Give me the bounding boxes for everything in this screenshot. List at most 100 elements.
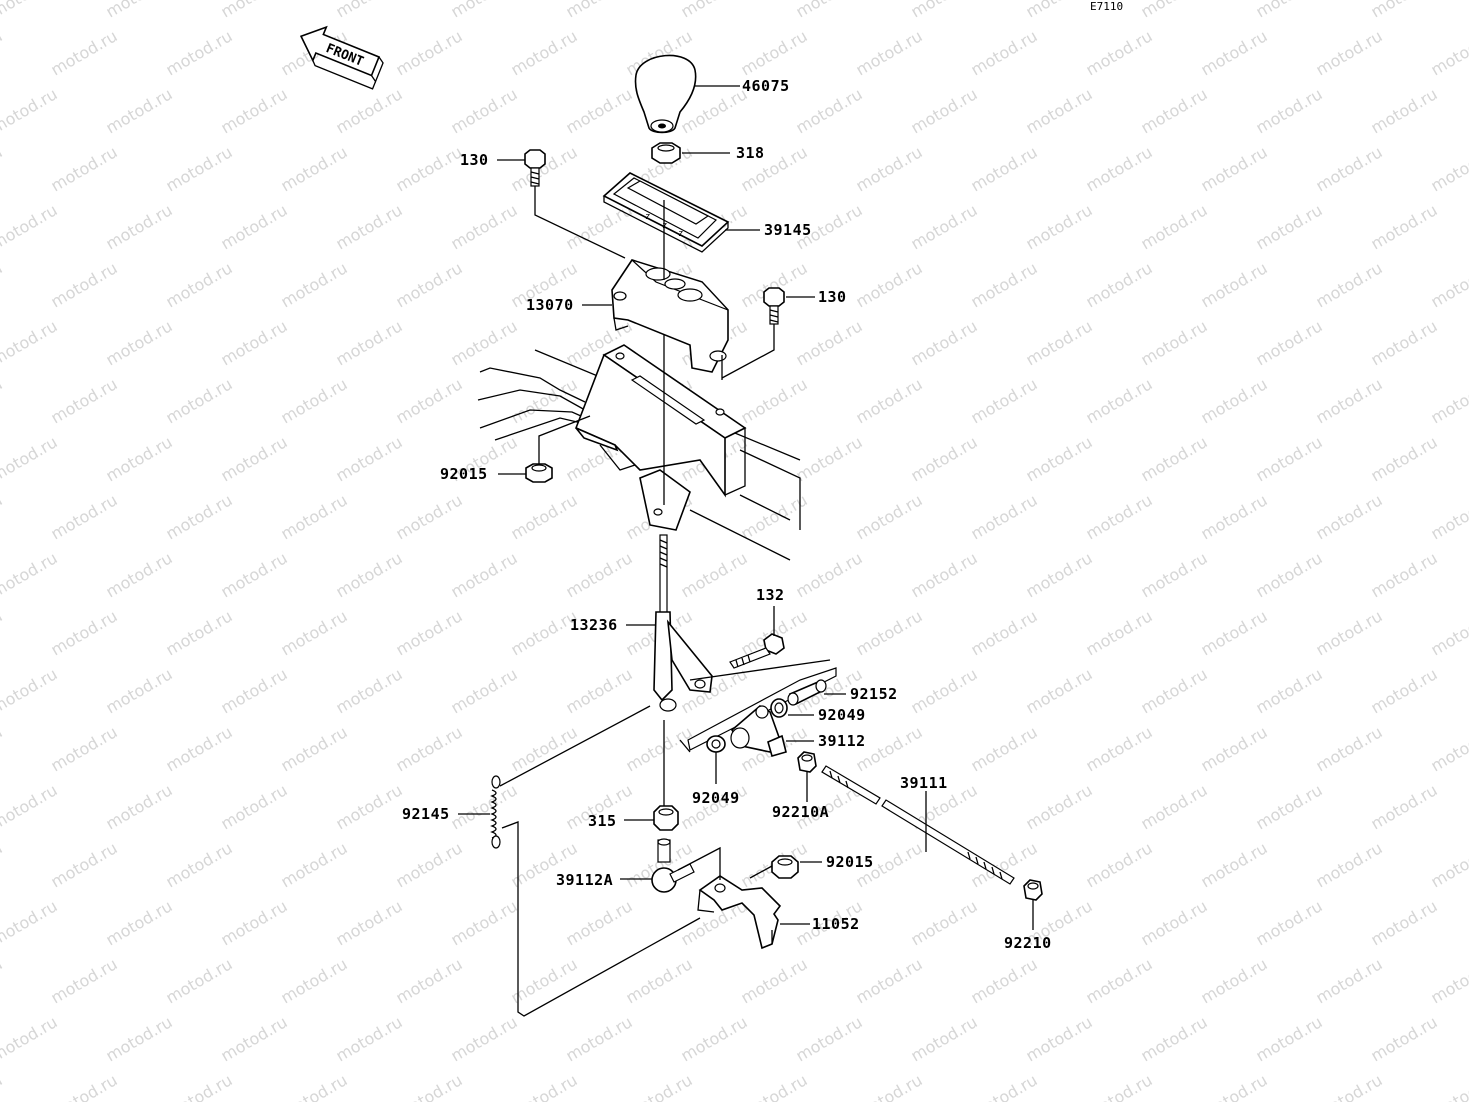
part-label-315: 315	[588, 812, 617, 830]
watermark-text: motod.ru	[968, 26, 1041, 79]
watermark-text: motod.ru	[1428, 838, 1469, 891]
washer-92049-upper	[770, 698, 788, 718]
watermark-text: motod.ru	[1428, 490, 1469, 543]
part-label-92145: 92145	[402, 805, 450, 823]
spring-92145	[490, 775, 501, 849]
watermark-text: motod.ru	[1313, 258, 1386, 311]
watermark-text: motod.ru	[908, 548, 981, 601]
watermark-text: motod.ru	[103, 896, 176, 949]
watermark-text: motod.ru	[908, 896, 981, 949]
watermark-text: motod.ru	[1368, 664, 1441, 717]
watermark-text: motod.ru	[1138, 1012, 1211, 1065]
watermark-text: motod.ru	[278, 142, 351, 195]
watermark-text: motod.ru	[1023, 1012, 1096, 1065]
watermark-text: motod.ru	[163, 142, 236, 195]
watermark-text: motod.ru	[563, 1012, 636, 1065]
watermark-text: motod.ru	[0, 722, 6, 775]
part-label-130-right: 130	[818, 288, 847, 306]
watermark-text: motod.ru	[1138, 896, 1211, 949]
watermark-text: motod.ru	[218, 84, 291, 137]
watermark-text: motod.ru	[163, 26, 236, 79]
watermark-text: motod.ru	[1023, 432, 1096, 485]
watermark-text: motod.ru	[908, 432, 981, 485]
watermark-text: motod.ru	[448, 84, 521, 137]
watermark-text: motod.ru	[793, 84, 866, 137]
watermark-text: motod.ru	[103, 664, 176, 717]
diagram-code: E7110	[1090, 0, 1123, 13]
watermark-text: motod.ru	[333, 548, 406, 601]
watermark-text: motod.ru	[1253, 664, 1326, 717]
part-label-92210: 92210	[1004, 934, 1052, 952]
watermark-text: motod.ru	[1368, 548, 1441, 601]
watermark-text: motod.ru	[103, 432, 176, 485]
watermark-text: motod.ru	[563, 896, 636, 949]
nut-92015-top	[525, 463, 553, 483]
watermark-text: motod.ru	[1198, 374, 1271, 427]
watermark-text: motod.ru	[163, 606, 236, 659]
watermark-text: motod.ru	[103, 1012, 176, 1065]
watermark-text: motod.ru	[218, 548, 291, 601]
shift-rod	[653, 534, 713, 712]
watermark-text: motod.ru	[393, 374, 466, 427]
watermark-text: motod.ru	[0, 548, 61, 601]
watermark-text: motod.ru	[0, 838, 6, 891]
watermark-text: motod.ru	[333, 780, 406, 833]
watermark-text: motod.ru	[678, 0, 751, 21]
watermark-text: motod.ru	[1313, 490, 1386, 543]
watermark-text: motod.ru	[333, 432, 406, 485]
watermark-text: motod.ru	[1198, 490, 1271, 543]
watermark-text: motod.ru	[1368, 84, 1441, 137]
watermark-text: motod.ru	[333, 896, 406, 949]
watermark-text: motod.ru	[1313, 722, 1386, 775]
watermark-text: motod.ru	[218, 780, 291, 833]
watermark-text: motod.ru	[103, 548, 176, 601]
watermark-text: motod.ru	[278, 722, 351, 775]
nut-92015-bottom	[771, 855, 799, 879]
watermark-text: motod.ru	[1198, 954, 1271, 1007]
watermark-text: motod.ru	[0, 780, 61, 833]
shift-gate-plate: z z z	[602, 172, 730, 253]
watermark-text: motod.ru	[1198, 26, 1271, 79]
watermark-text: motod.ru	[0, 606, 6, 659]
watermark-text: motod.ru	[1138, 0, 1211, 21]
watermark-text: motod.ru	[1138, 664, 1211, 717]
watermark-text: motod.ru	[853, 606, 926, 659]
tie-rod-39111	[821, 765, 1015, 885]
watermark-text: motod.ru	[1198, 142, 1271, 195]
part-labels: 46075 318 130 39145 13070 130 92015 132 …	[402, 77, 1052, 952]
watermark-text: motod.ru	[1083, 954, 1156, 1007]
watermark-text: motod.ru	[968, 722, 1041, 775]
watermark-text: motod.ru	[393, 606, 466, 659]
watermark-text: motod.ru	[163, 1070, 236, 1102]
watermark-text: motod.ru	[738, 374, 811, 427]
watermark-text: motod.ru	[738, 1070, 811, 1102]
watermark-text: motod.ru	[908, 316, 981, 369]
watermark-text: motod.ru	[1313, 26, 1386, 79]
washer-92049-lower	[706, 735, 726, 753]
watermark-text: motod.ru	[1023, 780, 1096, 833]
part-label-92210a: 92210A	[772, 803, 829, 821]
watermark-text: motod.ru	[218, 432, 291, 485]
watermark-text: motod.ru	[1253, 200, 1326, 253]
part-label-13236: 13236	[570, 616, 618, 634]
part-label-39112: 39112	[818, 732, 866, 750]
watermark-text: motod.ru	[333, 84, 406, 137]
watermark-text: motod.ru	[393, 142, 466, 195]
watermark-text: motod.ru	[508, 142, 581, 195]
watermark-text: motod.ru	[678, 1012, 751, 1065]
watermark-text: motod.ru	[48, 606, 121, 659]
watermark-text: motod.ru	[1253, 316, 1326, 369]
watermark-text: motod.ru	[1083, 490, 1156, 543]
watermark-text: motod.ru	[448, 0, 521, 21]
watermark-text: motod.ru	[1368, 896, 1441, 949]
watermark-text: motod.ru	[968, 954, 1041, 1007]
watermark-text: motod.ru	[0, 432, 61, 485]
watermark-text: motod.ru	[0, 664, 61, 717]
watermark-text: motod.ru	[48, 258, 121, 311]
watermark-text: motod.ru	[738, 26, 811, 79]
part-label-318: 318	[736, 144, 765, 162]
watermark-text: motod.ru	[103, 0, 176, 21]
watermark-text: motod.ru	[968, 374, 1041, 427]
watermark-text: motod.ru	[1023, 548, 1096, 601]
watermark-text: motod.ru	[1138, 84, 1211, 137]
